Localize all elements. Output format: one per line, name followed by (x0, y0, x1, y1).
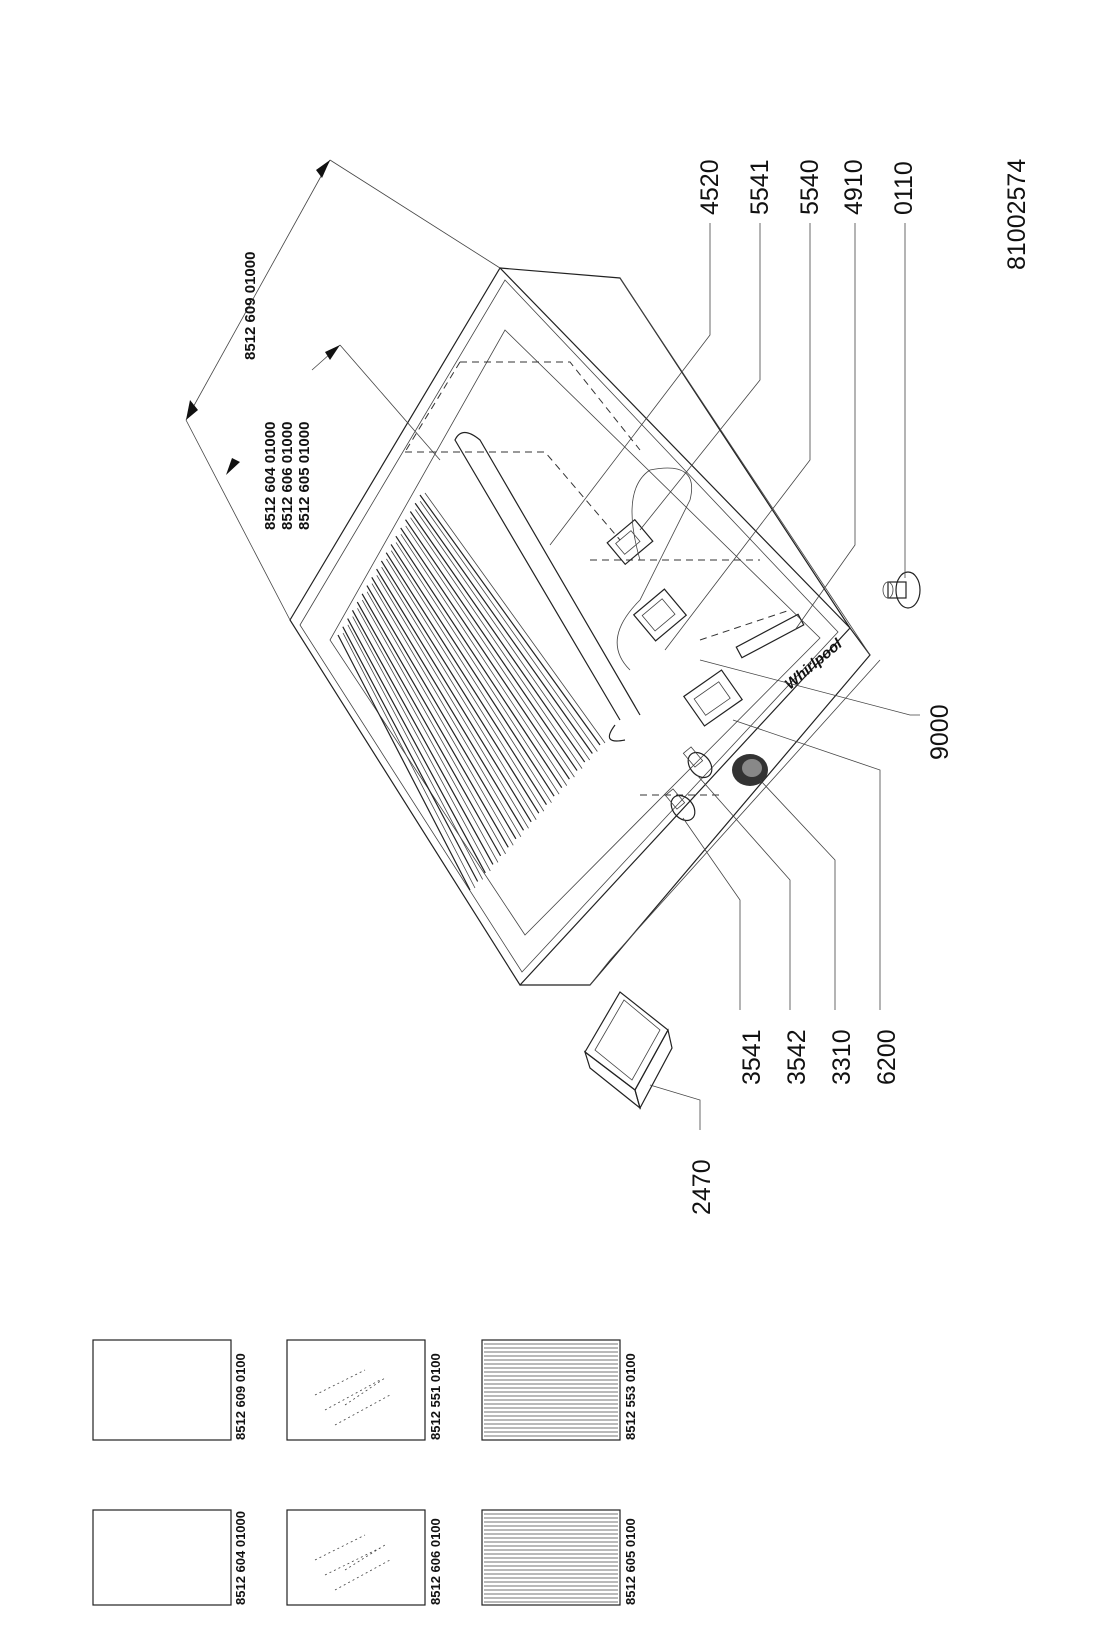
dim-label-inner-3: 8512 605 01000 (296, 422, 313, 530)
callout-6200: 6200 (873, 1029, 901, 1085)
thumbnail-panel-605: 8512 605 0100 (481, 1509, 638, 1606)
thumbnail-panel-551: 8512 551 0100 (286, 1339, 443, 1441)
callout-3542: 3542 (783, 1029, 811, 1085)
thumbnail-panel-553: 8512 553 0100 (481, 1339, 638, 1441)
callout-4910: 4910 (840, 159, 868, 215)
thumb-label: 8512 551 0100 (428, 1353, 443, 1440)
callout-3541: 3541 (738, 1029, 766, 1085)
leader-lines (549, 223, 920, 1130)
accessory-box (583, 991, 673, 1110)
dim-label-inner-2: 8512 606 01000 (279, 422, 296, 530)
callout-9000: 9000 (926, 704, 954, 760)
callout-4520: 4520 (696, 159, 724, 215)
relay-component (606, 518, 654, 566)
thumb-label: 8512 606 0100 (428, 1518, 443, 1605)
drawing-number: 81002574 (1003, 159, 1031, 270)
dimension-lines (185, 159, 501, 621)
appliance-body (289, 267, 881, 986)
terminal-strip (735, 613, 805, 659)
thumb-label: 8512 609 0100 (233, 1353, 248, 1440)
dim-label-inner-1: 8512 604 01000 (262, 422, 279, 530)
thumb-label: 8512 605 0100 (623, 1518, 638, 1605)
callout-5541: 5541 (746, 159, 774, 215)
callout-0110: 0110 (890, 161, 918, 215)
evaporator-coil (454, 431, 641, 742)
thumb-label: 8512 553 0100 (623, 1353, 638, 1440)
lamp-holder-2 (664, 788, 696, 822)
thermostat-component (632, 588, 688, 642)
thumbnail-panel-609: 8512 609 0100 (92, 1339, 248, 1441)
lamp-holder-1 (682, 746, 713, 779)
thumbnail-panel-606: 8512 606 0100 (286, 1509, 443, 1606)
callout-5540: 5540 (796, 159, 824, 215)
thumbnail-panel-604: 8512 604 01000 (92, 1509, 248, 1606)
ribbed-panel (337, 492, 606, 891)
callout-2470: 2470 (688, 1159, 716, 1215)
control-knob (732, 754, 768, 786)
control-panel-box (682, 669, 744, 727)
foot-0110 (882, 571, 921, 609)
callout-3310: 3310 (828, 1029, 856, 1085)
dim-label-outer: 8512 609 01000 (242, 252, 259, 360)
capillary-wire (616, 467, 692, 671)
thumb-label: 8512 604 01000 (233, 1511, 248, 1605)
